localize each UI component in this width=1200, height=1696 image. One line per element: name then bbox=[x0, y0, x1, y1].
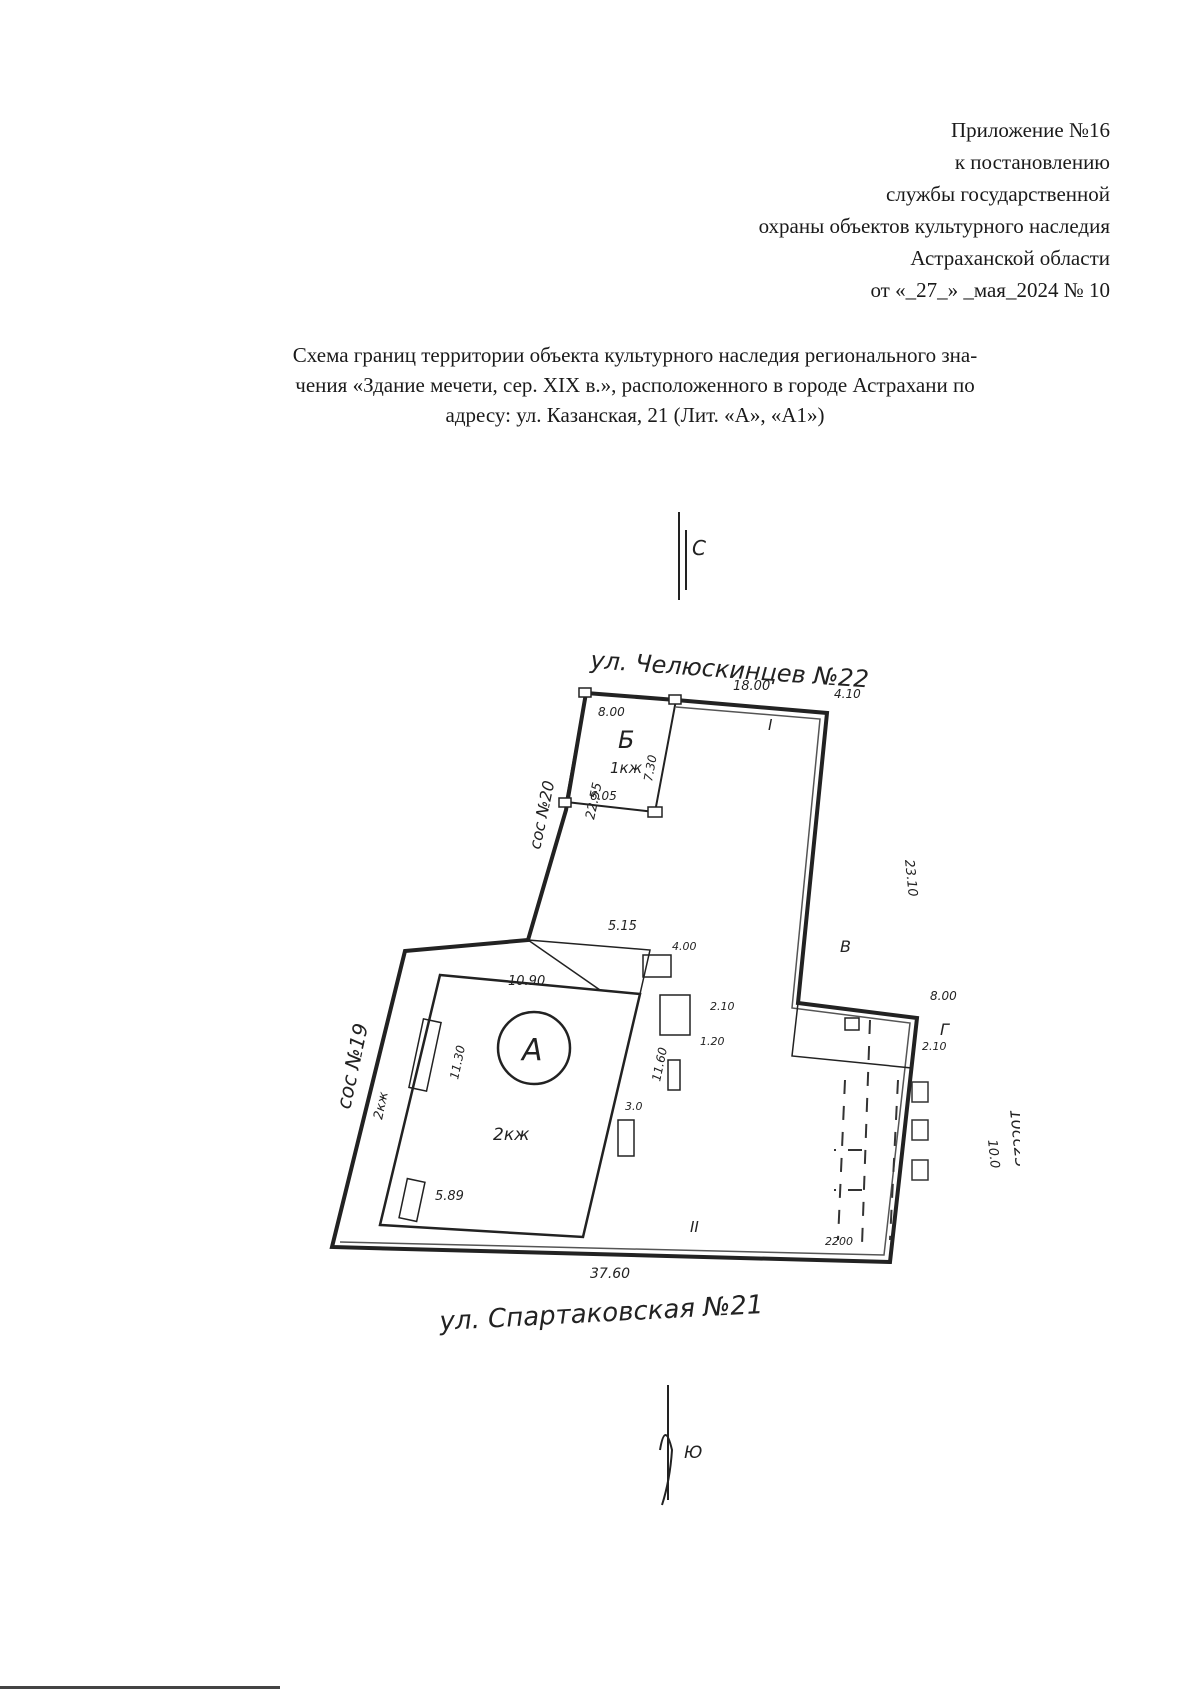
stairs-left bbox=[408, 1018, 442, 1092]
building-a-side-box-2 bbox=[659, 994, 691, 1036]
building-a-side-box bbox=[642, 954, 672, 978]
street-top-label: ул. Челюскинцев №22 bbox=[589, 646, 870, 693]
stairs-right bbox=[617, 1119, 635, 1157]
dim-annex-width: 6.05 bbox=[590, 789, 617, 803]
dim-small-5: 2.10 bbox=[922, 1040, 947, 1053]
appendix-line-6: от «_27_» _мая_2024 № 10 bbox=[870, 278, 1110, 302]
appendix-line-4: охраны объектов культурного наследия bbox=[758, 214, 1110, 238]
left-neighbor-lower-sub: 2кж bbox=[371, 1090, 392, 1121]
dim-right: 23.10 bbox=[901, 859, 920, 898]
annex-sub-label: 1кж bbox=[610, 759, 643, 777]
dim-top: 18.00 bbox=[733, 679, 770, 694]
building-a-corridor bbox=[525, 939, 651, 995]
dim-right-step: 8.00 bbox=[930, 989, 957, 1003]
litera-v: В bbox=[840, 937, 851, 956]
annex-corner-2 bbox=[668, 694, 682, 705]
annex-corner-1 bbox=[578, 687, 592, 698]
dim-small-3: 2.10 bbox=[710, 1000, 735, 1013]
right-neighbor: 10сс23 bbox=[1006, 1108, 1020, 1168]
appendix-line-5: Астраханской области bbox=[910, 246, 1110, 270]
building-a-label: А bbox=[520, 1033, 543, 1068]
litera-ii: II bbox=[690, 1218, 699, 1236]
south-label: Ю bbox=[684, 1443, 702, 1463]
appendix-line-1: Приложение №16 bbox=[951, 118, 1110, 142]
right-annex bbox=[791, 1002, 918, 1069]
appendix-block: Приложение №16 к постановлению службы го… bbox=[759, 114, 1110, 306]
dim-bottom: 37.60 bbox=[590, 1266, 630, 1282]
building-a-floors: 2кж bbox=[493, 1125, 530, 1145]
north-label: С bbox=[692, 536, 706, 560]
dim-building-bottom: 5.89 bbox=[435, 1189, 464, 1204]
title-line-3: адресу: ул. Казанская, 21 (Лит. «А», «А1… bbox=[445, 403, 825, 427]
stairs-left-lower bbox=[398, 1177, 426, 1223]
street-bottom-label: ул. Спартаковская №21 bbox=[438, 1290, 764, 1337]
appendix-line-3: службы государственной bbox=[886, 182, 1110, 206]
dim-top-right: 4.10 bbox=[834, 687, 861, 701]
north-arrow bbox=[678, 512, 687, 600]
building-a bbox=[378, 973, 642, 1239]
territory-boundary bbox=[329, 690, 920, 1265]
title-line-2: чения «Здание мечети, сер. XIX в.», расп… bbox=[295, 373, 975, 397]
dim-building-right: 11.60 bbox=[649, 1046, 670, 1083]
dim-annex-height: 7.30 bbox=[641, 753, 659, 782]
south-arrow bbox=[659, 1385, 674, 1506]
gate-marker bbox=[844, 1017, 860, 1031]
building-a-marker-circle bbox=[496, 1010, 572, 1086]
annex-corner-4 bbox=[647, 806, 663, 818]
document-title: Схема границ территории объекта культурн… bbox=[225, 340, 1045, 430]
litera-i: I bbox=[768, 716, 773, 734]
territory-boundary-plan: С ул. Челюскинцев №22 Б 1кж 8.00 6.05 7.… bbox=[329, 512, 1020, 1506]
dim-small-1: 4.00 bbox=[672, 940, 697, 953]
dim-inner-top: 5.15 bbox=[608, 919, 637, 934]
building-a-porch bbox=[667, 1059, 681, 1091]
dim-small-2: 1.20 bbox=[700, 1035, 725, 1048]
dim-building-left: 11.30 bbox=[447, 1044, 468, 1081]
annex-label: Б bbox=[618, 726, 634, 754]
bottom-gate-label: 2200 bbox=[825, 1235, 853, 1248]
dim-building-top: 10.90 bbox=[508, 974, 545, 989]
left-neighbor-lower: сос №19 bbox=[331, 1021, 373, 1111]
dim-small-4: 3.0 bbox=[625, 1100, 643, 1113]
left-neighbor-upper: сос №20 bbox=[525, 779, 558, 851]
annex-corner-3 bbox=[558, 797, 572, 808]
title-line-1: Схема границ территории объекта культурн… bbox=[292, 343, 978, 367]
dim-right-lower: 10.0 bbox=[984, 1139, 1002, 1169]
parking-boxes bbox=[911, 1081, 929, 1181]
parking-dashes bbox=[834, 1019, 899, 1246]
territory-boundary-inner bbox=[339, 706, 911, 1256]
appendix-line-2: к постановлению bbox=[954, 150, 1110, 174]
footer-rule bbox=[0, 1686, 280, 1689]
litera-g: Г bbox=[940, 1020, 950, 1039]
dim-annex-top: 8.00 bbox=[598, 705, 625, 719]
